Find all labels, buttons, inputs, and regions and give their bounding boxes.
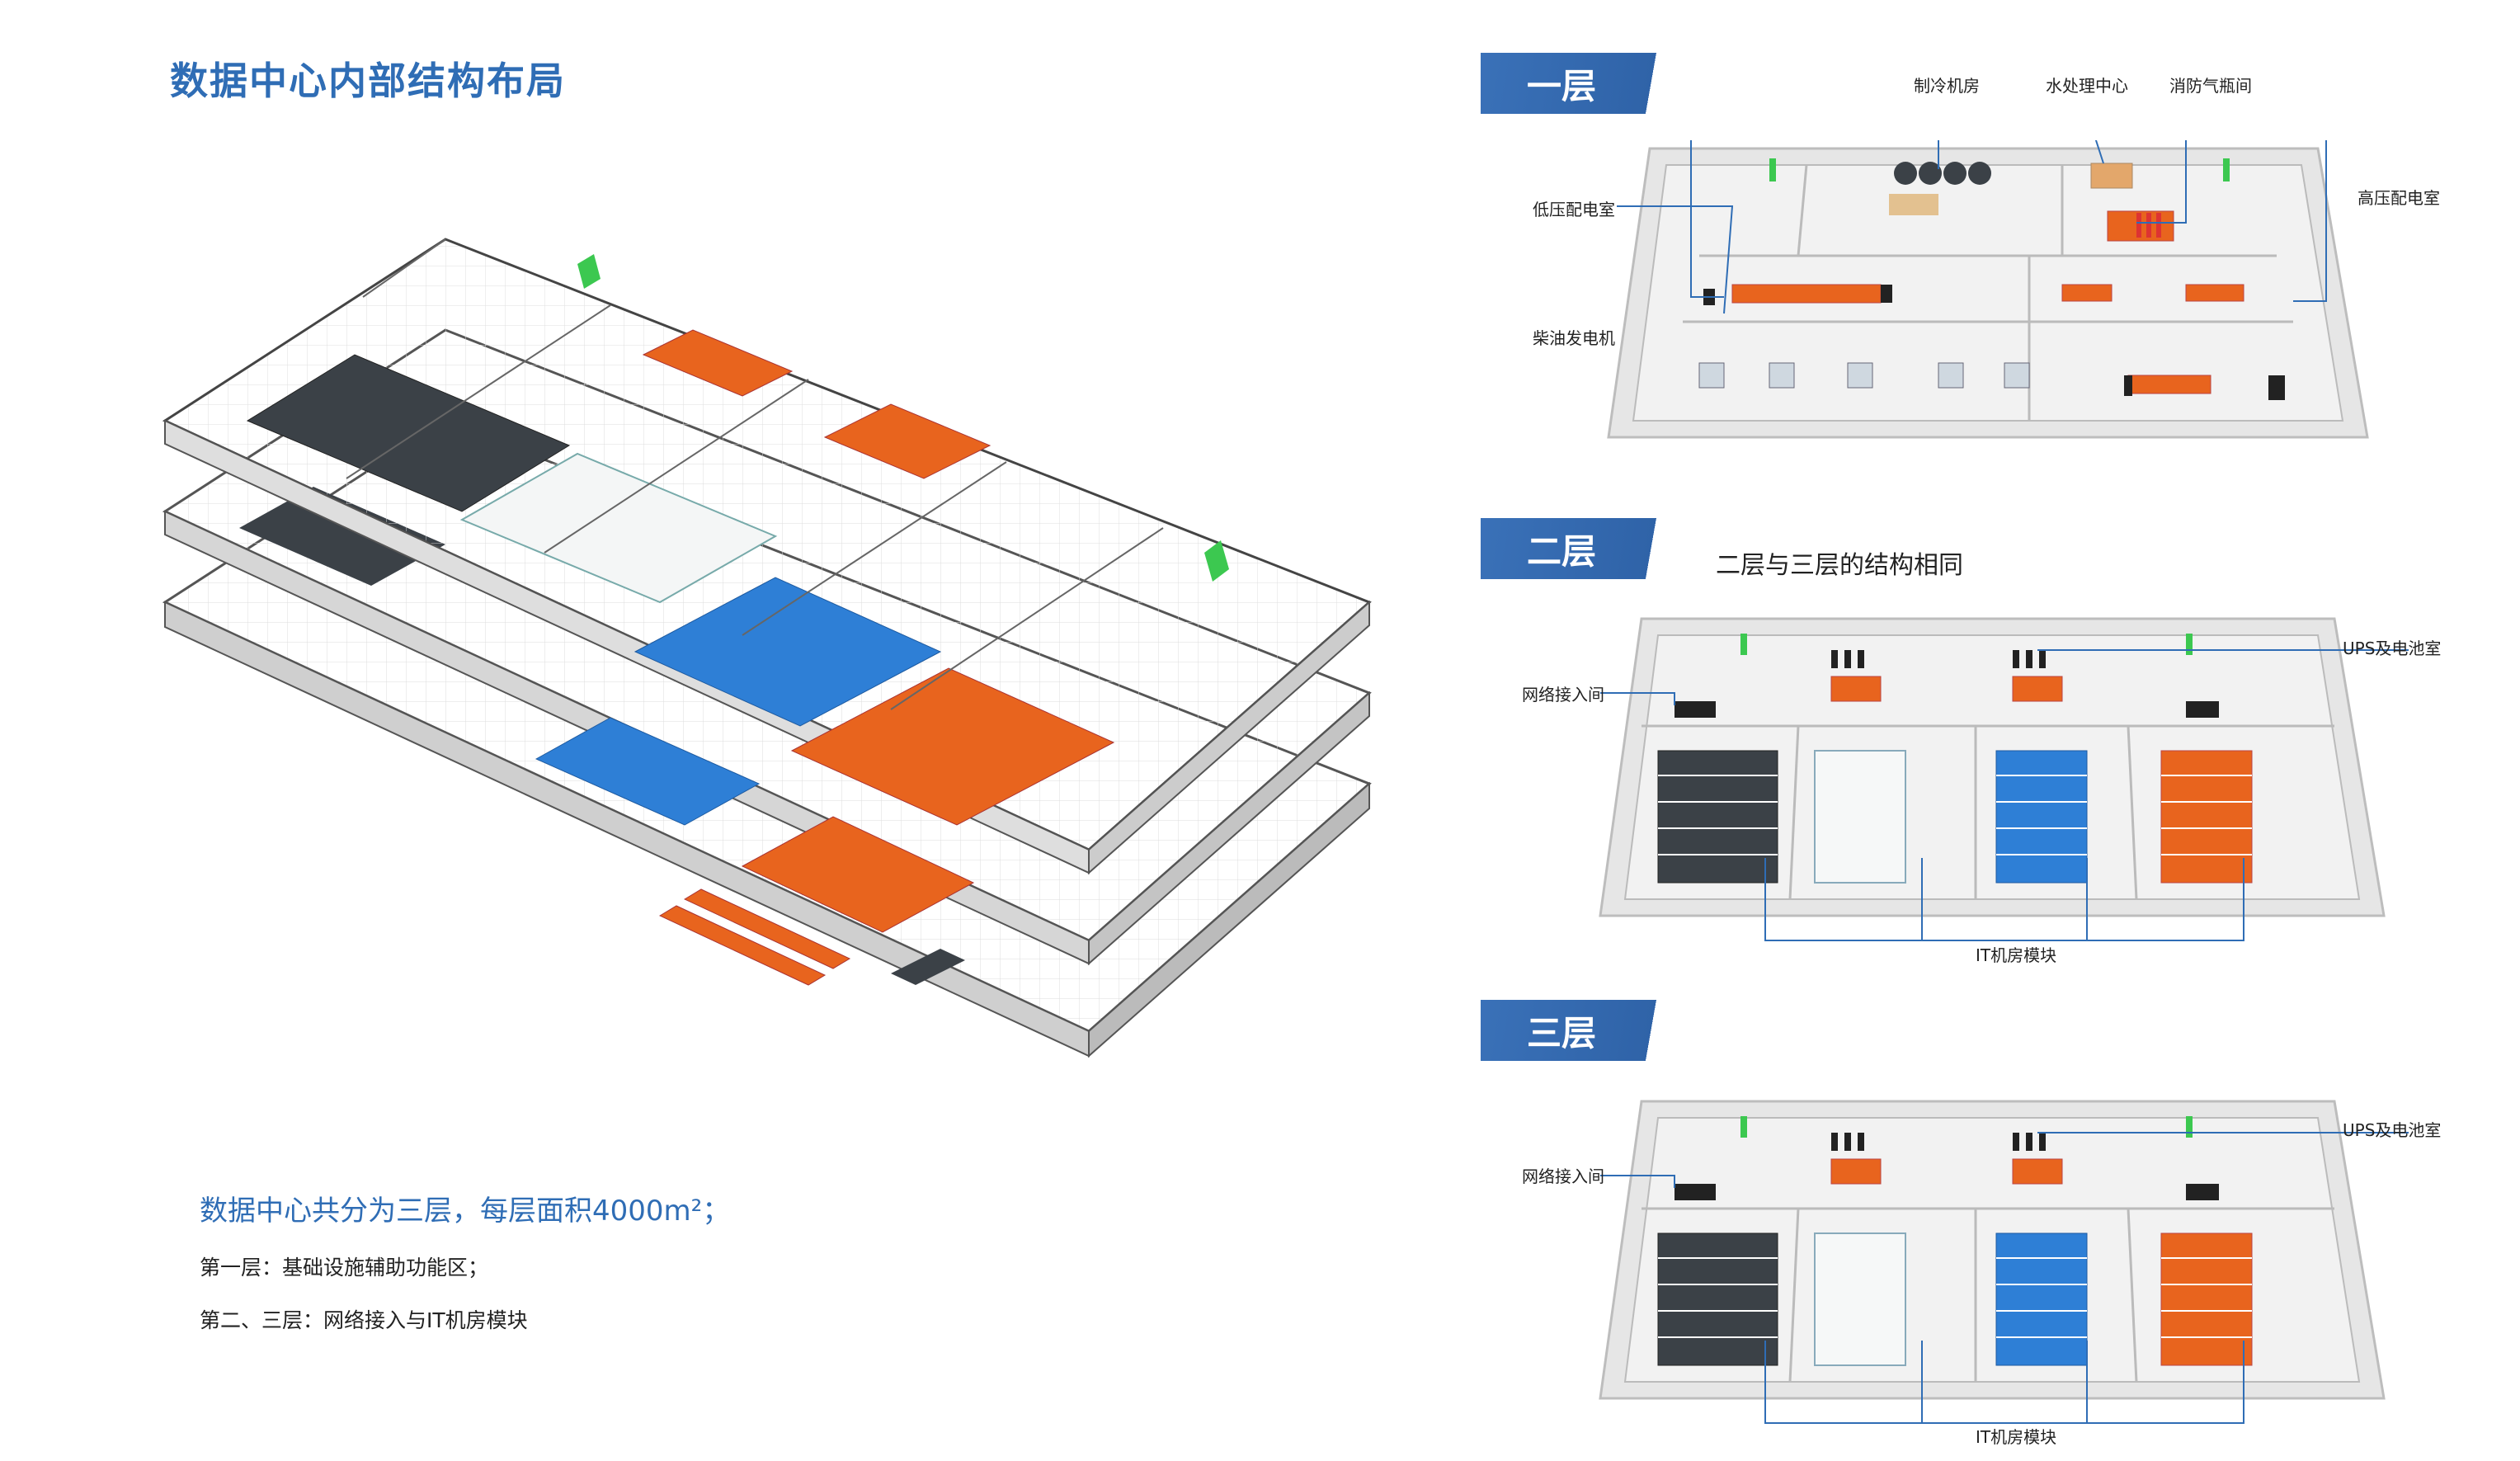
iso-floor-3 (162, 238, 1372, 875)
floor-2-tag: 二层 (1481, 518, 1695, 579)
floor-note: 二层与三层的结构相同 (1716, 551, 1963, 580)
isometric-svg (162, 238, 1372, 1058)
floor-2-plan (1599, 617, 2409, 941)
floor-3-label-it: IT机房模块 (1976, 1427, 2057, 1447)
isometric-building (148, 206, 1386, 1180)
floor-1-tag: 一层 (1481, 53, 1695, 114)
summary-line-1: 第一层：基础设施辅助功能区； (200, 1256, 489, 1280)
page-title: 数据中心内部结构布局 (170, 59, 566, 103)
summary: 数据中心共分为三层，每层面积4000m²； 第一层：基础设施辅助功能区； 第二、… (200, 1188, 730, 1334)
label-water: 水处理中心 (2046, 76, 2128, 96)
floor-3-label-network: 网络接入间 (1522, 1166, 1604, 1186)
label-diesel: 柴油发电机 (1533, 328, 1615, 348)
label-highvolt: 高压配电室 (2357, 188, 2440, 208)
floor-3-tag: 三层 (1481, 1000, 1695, 1061)
floor-2-label-network: 网络接入间 (1522, 685, 1604, 705)
label-fire: 消防气瓶间 (2169, 76, 2252, 96)
label-chiller: 制冷机房 (1914, 76, 1980, 96)
summary-main: 数据中心共分为三层，每层面积4000m²； (200, 1195, 731, 1228)
floor-2-label-ups: UPS及电池室 (2343, 639, 2442, 658)
floor-2-label-it: IT机房模块 (1976, 945, 2057, 965)
floor-3-label-ups: UPS及电池室 (2343, 1120, 2442, 1140)
floor-1-plan (1607, 140, 2369, 439)
summary-line-2: 第二、三层：网络接入与IT机房模块 (200, 1308, 528, 1332)
label-lowvolt: 低压配电室 (1533, 200, 1615, 219)
floor-3-plan (1599, 1100, 2409, 1424)
